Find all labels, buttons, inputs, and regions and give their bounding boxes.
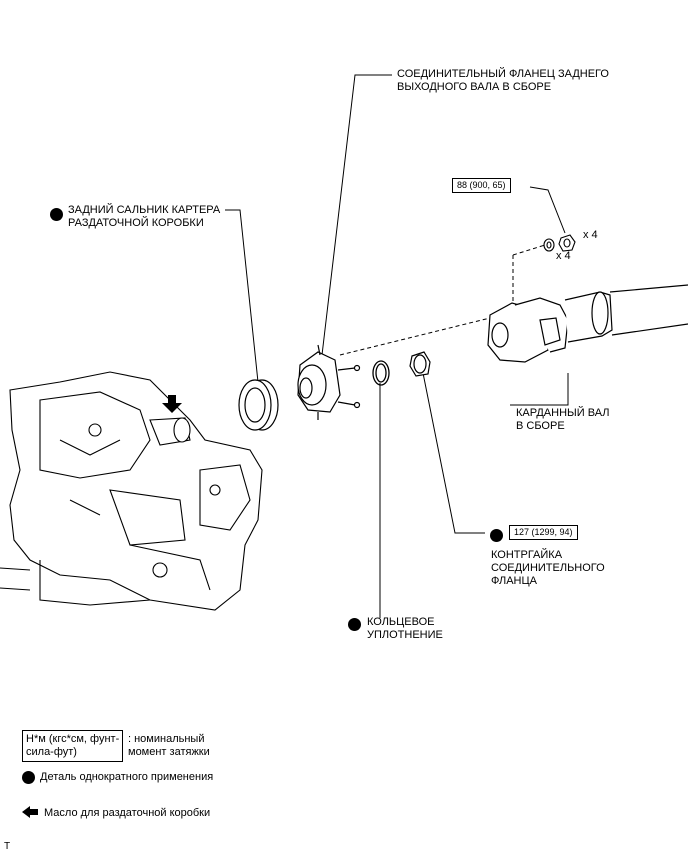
nonreusable-dot-icon — [50, 208, 63, 221]
lock-nut-part — [409, 351, 431, 377]
alignment-dashes — [339, 244, 546, 356]
corner-mark: T — [4, 841, 11, 852]
nut-label: КОНТРГАЙКА СОЕДИНИТЕЛЬНОГО ФЛАНЦА — [491, 549, 605, 587]
legend-oil-arrow-icon — [22, 806, 38, 818]
legend-nonreusable-dot-icon — [22, 771, 35, 784]
oil-arrow-icon — [162, 395, 182, 413]
washer-and-bolt-part — [543, 234, 576, 252]
nonreusable-dot-icon — [490, 529, 503, 542]
washer-quantity: x 4 — [556, 250, 571, 262]
seal-label: ЗАДНИЙ САЛЬНИК КАРТЕРА РАЗДАТОЧНОЙ КОРОБ… — [68, 204, 221, 229]
oring-label: КОЛЬЦЕВОЕ УПЛОТНЕНИЕ — [367, 616, 443, 641]
bolt-quantity: x 4 — [583, 229, 598, 241]
legend-oil-text: Масло для раздаточной коробки — [44, 807, 211, 819]
propeller-shaft-part — [487, 284, 688, 363]
bolt-torque-box: 88 (900, 65) — [452, 178, 511, 193]
seal-leader-line — [225, 209, 259, 383]
flange-leader-line — [321, 74, 392, 356]
flange-label: СОЕДИНИТЕЛЬНЫЙ ФЛАНЕЦ ЗАДНЕГО ВЫХОДНОГО … — [397, 68, 609, 93]
nonreusable-dot-icon — [348, 618, 361, 631]
transfer-case-assembly — [0, 371, 263, 611]
legend-torque-desc: : номинальный момент затяжки — [128, 733, 210, 758]
propshaft-leader-line — [510, 373, 569, 406]
legend-torque-box: Н*м (кгс*см, фунт- сила-фут) — [22, 730, 124, 762]
companion-flange-part — [297, 344, 361, 420]
bolt-torque-leader-line — [529, 186, 566, 234]
o-ring-part — [372, 360, 390, 386]
propshaft-label: КАРДАННЫЙ ВАЛ В СБОРЕ — [516, 407, 610, 432]
legend-nonreusable-text: Деталь однократного применения — [40, 771, 214, 783]
nut-torque-box: 127 (1299, 94) — [509, 525, 578, 540]
nut-leader-line — [421, 367, 485, 534]
oil-seal-part — [238, 379, 279, 431]
